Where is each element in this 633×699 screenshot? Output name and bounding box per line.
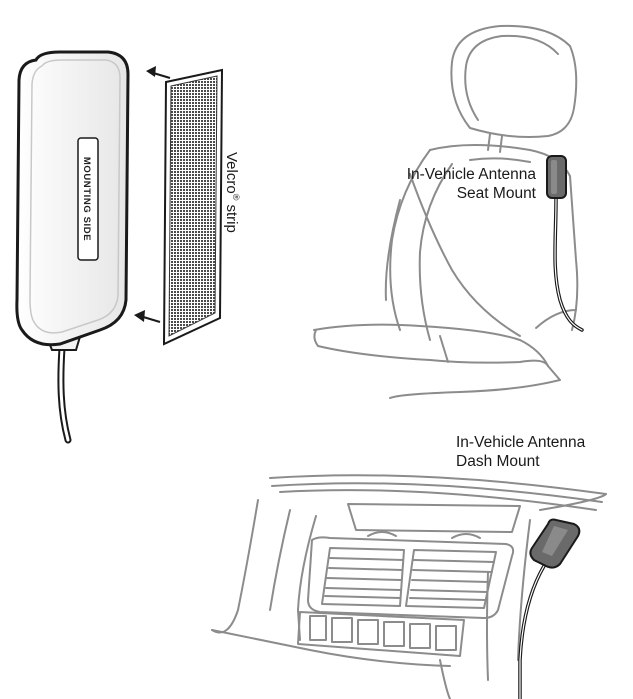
- antenna-body: [15, 50, 130, 347]
- mounting-side-label-box: [77, 137, 99, 261]
- seat-mount-label: In-Vehicle Antenna Seat Mount: [360, 165, 536, 203]
- car-seat-illustration: [313, 24, 579, 399]
- mounting-side-label: MOUNTING SIDE: [81, 157, 92, 241]
- dash-mount-label: In-Vehicle Antenna Dash Mount: [456, 433, 631, 471]
- dashboard-illustration: [211, 474, 607, 699]
- seat-mount-antenna: [546, 155, 584, 332]
- velcro-strip-label: Velcro® strip: [223, 152, 241, 272]
- seat-mount-label-line2: Seat Mount: [456, 185, 536, 202]
- velcro-strip: [162, 68, 224, 346]
- seat-mount-label-line1: In-Vehicle Antenna: [406, 166, 536, 183]
- attach-arrows: [134, 66, 171, 323]
- velcro-suffix: strip: [223, 200, 240, 233]
- dash-mount-antenna: [518, 518, 581, 699]
- antenna-unit: MOUNTING SIDE: [15, 50, 130, 444]
- dash-mount-label-line1: In-Vehicle Antenna: [456, 434, 586, 451]
- dash-mount-label-line2: Dash Mount: [456, 453, 540, 470]
- velcro-name: Velcro: [223, 152, 240, 194]
